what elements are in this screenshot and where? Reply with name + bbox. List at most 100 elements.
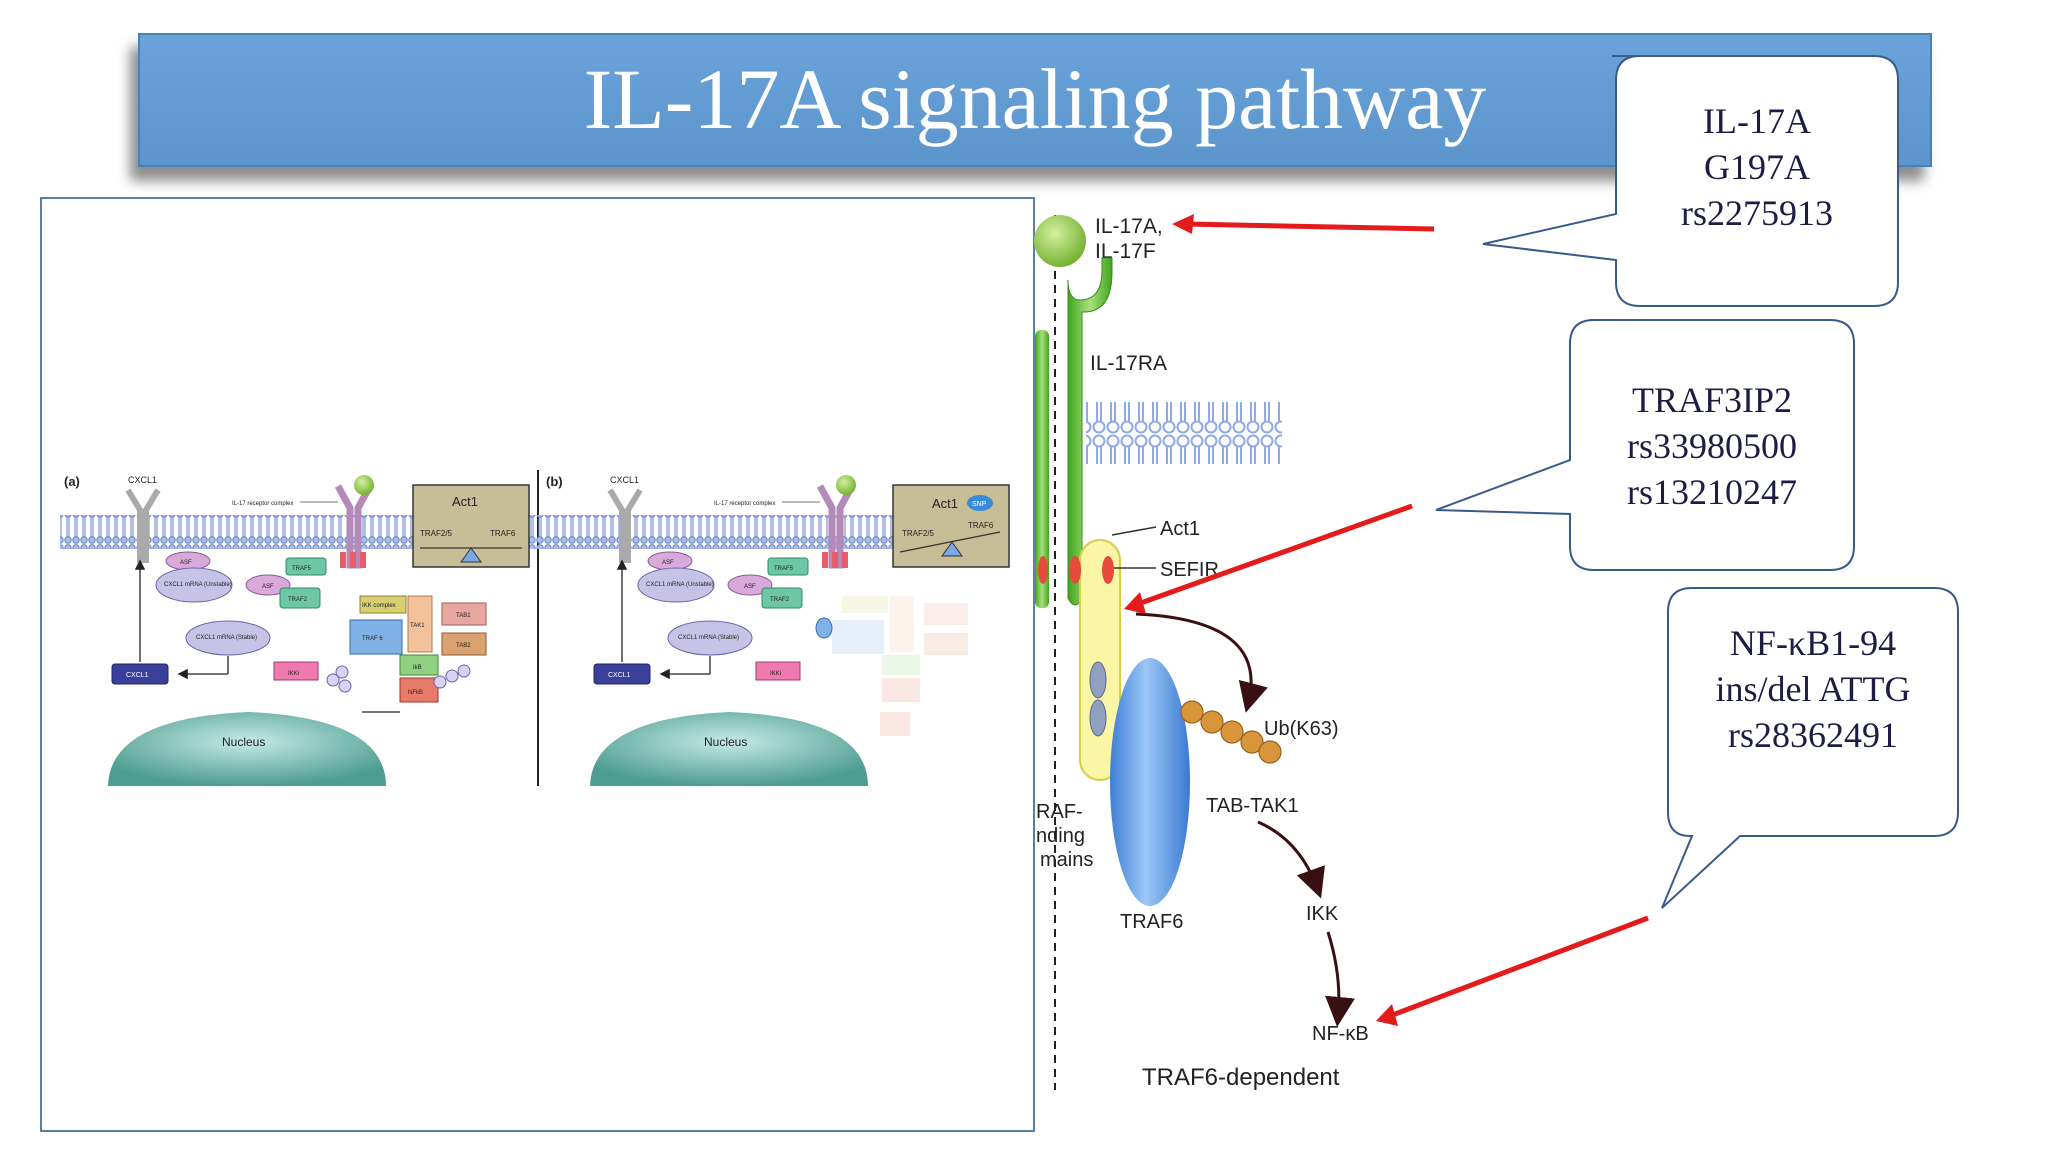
slide-title: IL-17A signaling pathway — [583, 51, 1487, 147]
panel-a-tag: (a) — [64, 474, 80, 489]
callout-3-bubble — [1661, 587, 1959, 909]
svg-text:CXCL1: CXCL1 — [608, 672, 631, 679]
panel-a-asf2 — [245, 574, 291, 596]
nfkb-label: NF-κB — [1312, 1023, 1369, 1045]
panel-a-receptor-label: IL-17 receptor complex — [232, 501, 293, 507]
panel-a-traf6-block — [349, 619, 403, 655]
panel-a-cxcl1-mrna-unstable — [155, 567, 233, 603]
traf6-protein — [1110, 658, 1190, 906]
panel-a-cxcl1-mrna-stable — [185, 620, 271, 656]
svg-text:TAB2: TAB2 — [456, 643, 471, 649]
callout-3-text: NF-κB1-94 ins/del ATTG rs28362491 — [1715, 623, 1911, 755]
svg-text:CXCL1 mRNA (Unstable): CXCL1 mRNA (Unstable) — [164, 582, 232, 588]
svg-text:IKKi: IKKi — [288, 671, 299, 677]
callout-1-text: IL-17A G197A rs2275913 — [1681, 101, 1833, 233]
panel-a-tak1 — [407, 595, 433, 653]
arrow-act1-to-ub — [1135, 612, 1268, 713]
panel-a-ikk-complex — [359, 595, 407, 614]
svg-text:CXCL1: CXCL1 — [126, 672, 149, 679]
red-arrow-nfkb — [1389, 915, 1649, 1019]
svg-text:TRAF5: TRAF5 — [774, 566, 794, 572]
receptor-label: IL-17RA — [1090, 352, 1167, 375]
arrow-ikk-to-nfkb — [1325, 931, 1355, 1027]
svg-text:IKKi: IKKi — [770, 671, 781, 677]
svg-text:IKK complex: IKK complex — [362, 603, 396, 609]
receptor-left-arm — [1035, 330, 1049, 608]
panel-b-cxcl1-protein — [593, 663, 651, 685]
svg-text:ASF: ASF — [744, 584, 756, 590]
red-arrow-ligand — [1185, 221, 1435, 232]
svg-text:nding: nding — [1036, 825, 1085, 847]
svg-text:TRAF 6: TRAF 6 — [362, 636, 383, 642]
panel-a-traf2 — [279, 587, 321, 609]
ligand-label-1: IL-17A, — [1095, 215, 1163, 238]
svg-text:Nucleus: Nucleus — [704, 735, 747, 749]
panel-a-traf5 — [285, 557, 327, 576]
panel-b-snp-badge — [967, 495, 993, 511]
traf6-dependent-label: TRAF6-dependent — [1142, 1064, 1340, 1091]
panel-b-nucleus — [590, 712, 868, 786]
arrow-tak1-to-ikk — [1257, 820, 1325, 899]
ub-label: Ub(K63) — [1264, 718, 1338, 740]
sefir-label: SEFIR — [1160, 559, 1219, 581]
svg-text:ASF: ASF — [262, 584, 274, 590]
callout-2-text: TRAF3IP2 rs33980500 rs13210247 — [1627, 380, 1797, 512]
panel-a-nucleus — [108, 712, 386, 786]
svg-text:CXCL1: CXCL1 — [610, 475, 639, 485]
svg-text:TAB1: TAB1 — [456, 613, 471, 619]
svg-text:TAK1: TAK1 — [410, 623, 425, 629]
panel-b-ligand — [836, 475, 856, 495]
panel-b-ikki — [755, 661, 801, 681]
svg-text:Act1: Act1 — [932, 496, 958, 511]
red-arrows — [1124, 214, 1649, 1026]
svg-text:TRAF6: TRAF6 — [968, 521, 994, 530]
callout-1-bubble — [1482, 55, 1899, 307]
panel-a-ikki — [273, 661, 319, 681]
svg-text:ASF: ASF — [180, 560, 192, 566]
panel-b-tag: (b) — [546, 474, 563, 489]
svg-text:mains: mains — [1040, 849, 1093, 871]
pathway-diagram: IL-17A, IL-17F IL-17RA Act1 SEFIR RAF- n… — [1034, 215, 1369, 1091]
svg-text:Nucleus: Nucleus — [222, 735, 265, 749]
svg-text:CXCL1 mRNA (Stable): CXCL1 mRNA (Stable) — [196, 635, 257, 641]
svg-text:NFkB: NFkB — [408, 690, 423, 696]
panel-a-tab2 — [441, 632, 487, 656]
svg-text:TRAF2: TRAF2 — [770, 597, 790, 603]
panel-a-ikb — [399, 654, 439, 676]
callout-2-bubble — [1435, 319, 1855, 571]
panel-a-traf25: TRAF2/5 — [420, 529, 453, 538]
svg-text:RAF-: RAF- — [1036, 801, 1083, 823]
red-arrow-act1 — [1137, 503, 1413, 607]
panel-b: (b) CXCL1 IL-17 receptor complex Act1 SN… — [530, 474, 1010, 786]
svg-text:ASF: ASF — [662, 560, 674, 566]
svg-text:CXCL1 mRNA (Stable): CXCL1 mRNA (Stable) — [678, 635, 739, 641]
tab-tak1-label: TAB-TAK1 — [1206, 795, 1299, 817]
receptor-il17ra — [1067, 257, 1113, 606]
cell-membrane — [1086, 402, 1282, 464]
svg-text:CXCL1 mRNA (Unstable): CXCL1 mRNA (Unstable) — [646, 582, 714, 588]
panel-a: (a) CXCL1 IL-17 receptor complex Act1 TR… — [60, 474, 530, 786]
ubiquitin-chain — [1180, 700, 1282, 764]
panel-a-ligand — [354, 475, 374, 495]
svg-text:TRAF5: TRAF5 — [292, 566, 312, 572]
panel-b-balance-icon — [941, 541, 963, 557]
panel-a-cxcl1-top: CXCL1 — [128, 475, 157, 485]
panel-a-ubiquitin-chain — [326, 664, 471, 693]
panel-a-balance-icon — [460, 547, 482, 563]
panel-a-cxcl1-protein — [111, 663, 169, 685]
svg-text:IkB: IkB — [413, 665, 422, 671]
svg-text:TRAF2/5: TRAF2/5 — [902, 529, 935, 538]
panel-a-tab1 — [441, 602, 487, 626]
svg-text:TRAF2: TRAF2 — [288, 597, 308, 603]
ligand-sphere — [1034, 215, 1086, 267]
svg-text:SNP: SNP — [972, 501, 987, 508]
ligand-label-2: IL-17F — [1095, 240, 1156, 263]
ikk-label: IKK — [1306, 903, 1339, 925]
panel-a-traf6: TRAF6 — [490, 529, 516, 538]
panel-b-faded-components — [832, 596, 968, 736]
panel-a-act1-label: Act1 — [452, 494, 478, 509]
traf6-label: TRAF6 — [1120, 911, 1183, 933]
panel-a-nfkb — [399, 677, 439, 703]
